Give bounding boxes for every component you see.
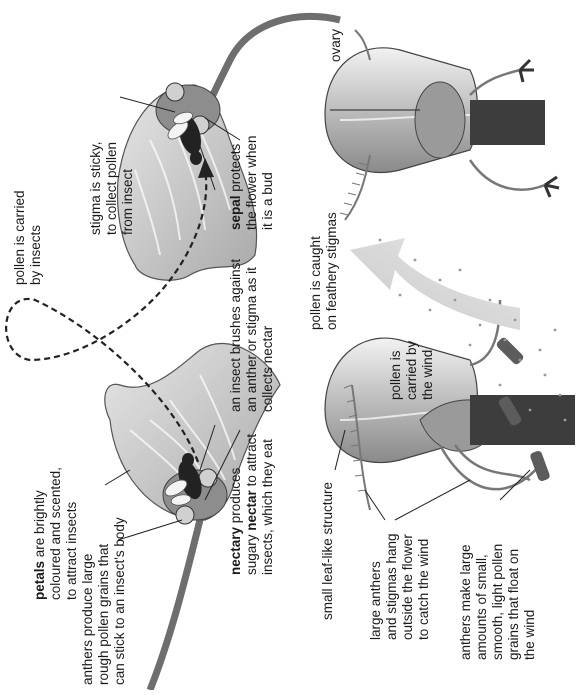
stigma-tip-2-icon [520,60,534,82]
svg-text:small leaf-like structure: small leaf-like structure [320,482,335,620]
svg-text:grains that float on: grains that float on [506,549,521,660]
wind-flower-left [325,300,575,510]
svg-text:on feathery stigmas: on feathery stigmas [324,212,339,330]
svg-text:from insect: from insect [120,169,135,235]
ovary-shape [415,82,465,158]
label-carried-insects: pollen is carried by insects [12,190,43,285]
label-insect-brushes: an insect brushes against an anther or s… [228,259,275,412]
svg-text:sugary nectar to attract: sugary nectar to attract [244,434,259,575]
svg-text:to catch the wind: to catch the wind [416,539,431,640]
svg-text:petals are brightly: petals are brightly [32,490,47,600]
svg-text:pollen is caught: pollen is caught [308,236,323,330]
svg-text:to collect pollen: to collect pollen [104,142,119,235]
label-ovary: ovary [328,29,343,62]
svg-text:the wind: the wind [420,350,435,400]
stem-right [200,16,340,130]
svg-text:collects nectar: collects nectar [260,325,275,412]
svg-text:amounts of small,: amounts of small, [474,554,489,660]
svg-text:smooth, light pollen: smooth, light pollen [490,544,505,660]
svg-text:carried by: carried by [404,340,419,400]
svg-text:sepal protects: sepal protects [228,143,243,230]
svg-text:the wind: the wind [522,610,537,660]
svg-text:can stick to an insect's body: can stick to an insect's body [112,517,127,685]
svg-text:pollen is carried: pollen is carried [12,190,27,285]
label-sepal: sepal protects the flower when it is a b… [228,135,275,230]
svg-text:by insects: by insects [28,225,43,285]
svg-text:nectary produces: nectary produces [228,467,243,575]
svg-text:coloured and scented,: coloured and scented, [48,467,63,600]
label-hang-outside: large anthers and stigmas hang outside t… [368,533,431,640]
label-leaf-structure: small leaf-like structure [320,482,335,620]
svg-text:it is a bud: it is a bud [260,172,275,230]
wind-flower-right [325,30,559,220]
svg-text:an anther or stigma as it: an anther or stigma as it [244,267,259,412]
svg-text:insects, which they eat: insects, which they eat [260,439,275,575]
label-anthers-insect: anthers produce large rough pollen grain… [80,517,127,685]
label-wind-anthers: anthers make large amounts of small, smo… [458,544,537,660]
insect-pollination-section: petals are brightly coloured and scented… [6,16,340,690]
svg-text:rough pollen grains that: rough pollen grains that [96,544,111,685]
svg-text:an insect brushes against: an insect brushes against [228,259,243,412]
svg-text:ovary: ovary [328,29,343,62]
svg-text:the flower when: the flower when [244,135,259,230]
wind-arrow [350,238,520,330]
svg-text:stigma is sticky,: stigma is sticky, [88,141,103,235]
svg-text:anthers make large: anthers make large [458,544,473,660]
svg-text:pollen is: pollen is [388,350,403,400]
svg-text:and stigmas hang: and stigmas hang [384,533,399,640]
svg-text:large anthers: large anthers [368,561,383,640]
label-caught-stigmas: pollen is caught on feathery stigmas [308,212,339,330]
svg-text:anthers produce large: anthers produce large [80,554,95,685]
svg-text:to attract insects: to attract insects [64,501,79,600]
hanging-anther-3-icon [495,336,525,366]
stigma-tip-1-icon [545,177,559,197]
svg-text:outside the flower: outside the flower [400,534,415,640]
hanging-anther-1-icon [529,450,551,482]
wind-pollination-section: small leaf-like structure large anthers … [308,29,575,660]
label-petals: petals are brightly coloured and scented… [32,467,79,600]
